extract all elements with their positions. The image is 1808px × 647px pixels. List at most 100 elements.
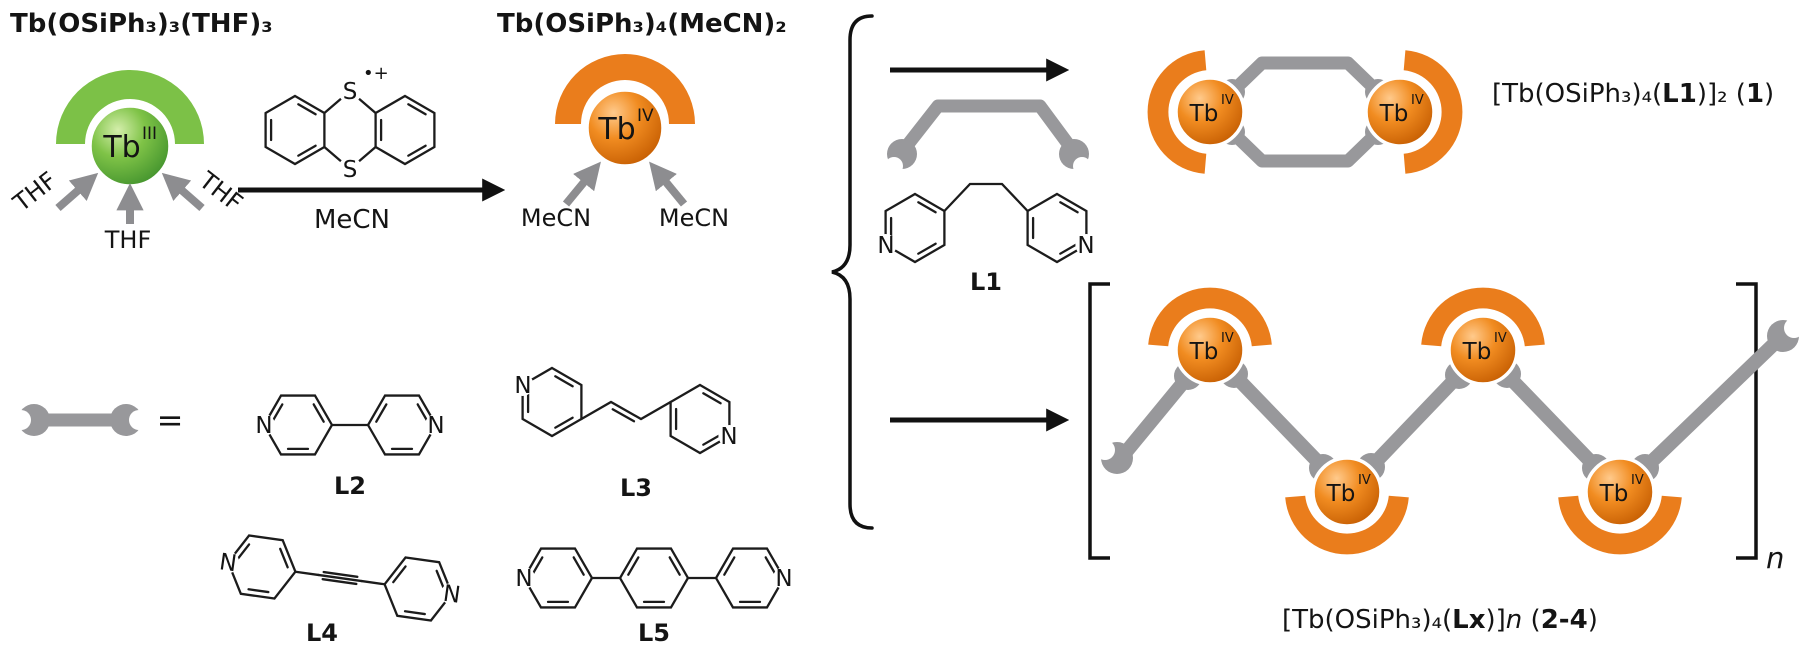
oxidation-step: MeCN [238, 178, 506, 235]
branching-brace [831, 14, 874, 530]
tb4-symbol: Tb [1189, 101, 1219, 127]
claw-opening [1073, 157, 1091, 175]
l5-label: L5 [638, 619, 670, 647]
nitrogen-atom: N [218, 549, 239, 577]
l3-label: L3 [620, 474, 652, 502]
nitrogen-atom: N [441, 581, 462, 609]
benzo-ring-left [261, 94, 326, 166]
tb4-symbol: Tb [1326, 481, 1356, 507]
tb4-sphere [1447, 314, 1519, 386]
triple-bond [321, 578, 358, 586]
reactant-title: Tb(OSiPh₃)₃(THF)₃ [10, 9, 273, 39]
polymer-product: Tb IV Tb IV Tb IV Tb IV n [Tb(OSiPh₃)₄(L… [1088, 282, 1804, 635]
tb4-sphere [1364, 76, 1436, 148]
atom-mask [773, 567, 795, 589]
triple-bond [322, 570, 359, 578]
l1-ligand-cartoon [895, 99, 1081, 159]
claw-opening [1095, 440, 1115, 460]
tb4-oxidation-state: IV [1358, 473, 1371, 488]
atom-mask [338, 79, 362, 103]
tb4-symbol: Tb [1462, 339, 1492, 365]
nitrogen-atom: N [515, 566, 532, 592]
l4-label: L4 [306, 619, 338, 647]
tb4-sphere [1174, 314, 1246, 386]
tb4-sphere [1174, 76, 1246, 148]
thf-label-middle: THF [104, 226, 152, 254]
benzene-ring [607, 531, 698, 624]
bracket-left [1088, 282, 1110, 560]
atom-mask [511, 374, 534, 396]
ligand-legend: = N N L2 N N L3 [11, 366, 795, 647]
thf-label-left: THF [7, 166, 62, 217]
tb4-oxidation-state: IV [1631, 473, 1644, 488]
l2-label: L2 [334, 472, 366, 500]
ethane-bridge [943, 182, 1029, 213]
claw-opening [11, 410, 31, 430]
atom-mask [253, 414, 275, 436]
nitrogen-atom: N [427, 413, 444, 439]
bracket-right [1736, 282, 1758, 560]
nitrogen-atom: N [514, 373, 531, 399]
double-bond [611, 408, 636, 423]
nitrogen-atom: N [775, 566, 792, 592]
nitrogen-atom: N [255, 413, 272, 439]
claw-opening [1784, 318, 1804, 338]
tb4-symbol: Tb [597, 112, 635, 147]
l1-branch: N N L1 [874, 58, 1098, 296]
ligand-l3-structure: N N L3 [511, 366, 741, 502]
tb4-sphere [585, 88, 665, 168]
l1-label: L1 [970, 268, 1002, 296]
intermediate-title: Tb(OSiPh₃)₄(MeCN)₂ [497, 9, 787, 39]
linker-bottom [1225, 125, 1385, 168]
sulfur-atom-bottom: S [343, 157, 358, 183]
tb4-symbol: Tb [1189, 339, 1219, 365]
tb4-symbol: Tb [1599, 481, 1629, 507]
tb4-sphere [1584, 456, 1656, 528]
tb4-symbol: Tb [1379, 101, 1409, 127]
thf-arrow-left [55, 172, 99, 212]
ligand-l5-structure: N N L5 [511, 531, 795, 647]
intermediate-section: Tb(OSiPh₃)₄(MeCN)₂ Tb IV MeCN MeCN [497, 9, 787, 232]
triple-bond [317, 573, 363, 583]
siloxide-arc-orange [555, 54, 695, 124]
tb4-oxidation-state: IV [1411, 93, 1424, 108]
vinylene-bridge [580, 400, 672, 421]
nitrogen-atom: N [1077, 233, 1094, 259]
tb3-oxidation-state: III [142, 124, 157, 144]
nitrogen-atom: N [720, 424, 737, 450]
linker-top [1225, 56, 1385, 99]
tb4-oxidation-state: IV [1221, 93, 1234, 108]
mecn-arrow-right [649, 161, 688, 207]
atom-mask [338, 157, 362, 181]
tb3-symbol: Tb [102, 130, 140, 165]
product-1-macrocycle: Tb IV Tb IV [Tb(OSiPh₃)₄(L1)]₂ (1) [1147, 50, 1774, 174]
mecn-label-right: MeCN [659, 204, 729, 232]
atom-mask [718, 425, 741, 447]
claw-opening [885, 157, 903, 175]
product-1-label: [Tb(OSiPh₃)₄(L1)]₂ (1) [1492, 79, 1774, 109]
repeat-index-n: n [1766, 541, 1784, 575]
atom-mask [513, 567, 535, 589]
bond [360, 579, 386, 586]
thianthrene-oxidant: S S •+ [261, 63, 436, 183]
claw-opening [129, 410, 149, 430]
benzo-ring-right [371, 94, 436, 166]
atom-mask [874, 234, 897, 256]
thf-arrow-right [161, 172, 205, 212]
solvent-label: MeCN [314, 205, 390, 235]
polymer-label: [Tb(OSiPh₃)₄(Lx)]n (2-4) [1282, 605, 1598, 635]
mecn-label-left: MeCN [521, 204, 591, 232]
atom-mask [1075, 234, 1098, 256]
ligand-l4-structure: N N L4 [214, 519, 464, 647]
atom-mask [425, 414, 447, 436]
atom-mask [440, 582, 463, 605]
ligand-l2-structure: N N L2 [251, 378, 447, 500]
siloxide-arc-green [56, 70, 204, 144]
radical-cation-mark: •+ [363, 63, 389, 84]
nitrogen-atom: N [877, 233, 894, 259]
sulfur-atom-top: S [343, 79, 358, 105]
reactant-section: Tb(OSiPh₃)₃(THF)₃ Tb III THF THF THF [7, 9, 272, 254]
mecn-arrow-left [562, 161, 601, 207]
